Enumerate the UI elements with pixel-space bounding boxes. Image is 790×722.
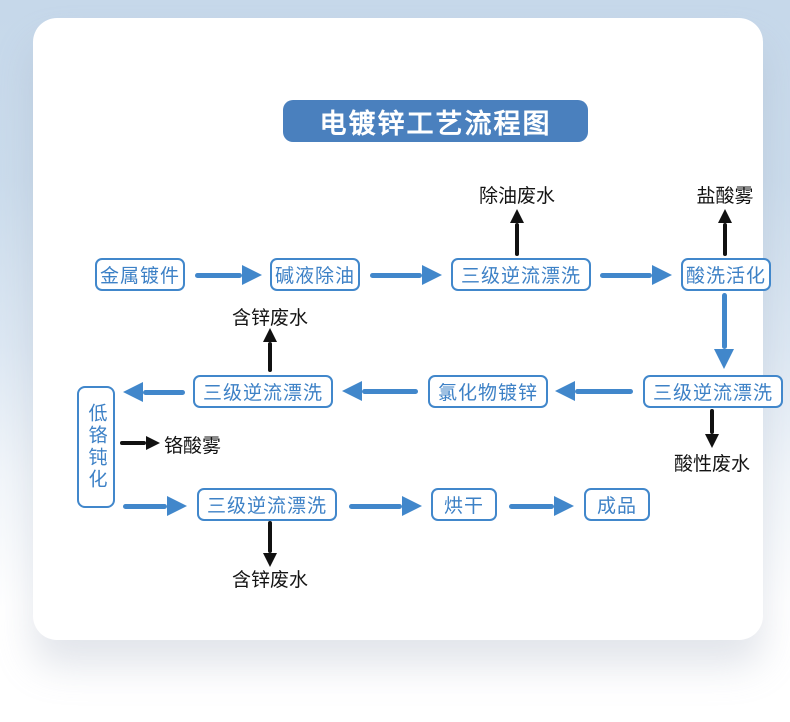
arrow-metal-to-degreasing bbox=[195, 265, 262, 285]
arrow-rinse-a-to-acid bbox=[600, 265, 672, 285]
arrow-head bbox=[402, 496, 422, 516]
arrow-head bbox=[123, 382, 143, 402]
node-low-chrome-passivation: 低铬钝化 bbox=[77, 386, 115, 508]
node-rinse-b: 三级逆流漂洗 bbox=[643, 375, 783, 408]
arrow-drying-to-product bbox=[509, 496, 574, 516]
arrow-passivation-to-chromic-mist bbox=[120, 436, 160, 450]
arrow-acid-to-rinse-b bbox=[714, 293, 734, 369]
arrow-head bbox=[718, 209, 732, 223]
arrow-rinse-c-to-passivation bbox=[123, 382, 185, 402]
node-metal-part: 金属镀件 bbox=[95, 258, 185, 291]
node-alkaline-degreasing: 碱液除油 bbox=[270, 258, 360, 291]
arrow-head bbox=[555, 381, 575, 401]
arrow-chloride-to-rinse-c bbox=[342, 381, 418, 401]
arrow-shaft bbox=[268, 342, 272, 372]
arrow-head bbox=[167, 496, 187, 516]
label-acidic-wastewater: 酸性废水 bbox=[673, 453, 750, 475]
arrow-shaft bbox=[515, 223, 519, 256]
arrow-shaft bbox=[120, 441, 146, 445]
node-acid-activation: 酸洗活化 bbox=[681, 258, 771, 291]
arrow-head bbox=[714, 349, 734, 369]
label-chromic-acid-mist: 铬酸雾 bbox=[164, 435, 222, 457]
arrow-rinse-b-to-acidic-wastewater bbox=[705, 409, 719, 448]
arrow-head bbox=[554, 496, 574, 516]
arrow-shaft bbox=[362, 388, 418, 394]
arrow-head bbox=[510, 209, 524, 223]
arrow-shaft bbox=[123, 503, 167, 509]
arrow-head bbox=[342, 381, 362, 401]
arrow-head bbox=[652, 265, 672, 285]
arrow-head bbox=[422, 265, 442, 285]
arrow-passivation-to-rinse-d bbox=[123, 496, 187, 516]
arrow-rinse-b-to-chloride bbox=[555, 381, 633, 401]
label-hcl-acid-mist: 盐酸雾 bbox=[696, 185, 754, 207]
arrow-shaft bbox=[370, 272, 422, 278]
arrow-shaft bbox=[575, 388, 633, 394]
arrow-head bbox=[242, 265, 262, 285]
node-drying: 烘干 bbox=[431, 488, 497, 521]
arrow-shaft bbox=[349, 503, 402, 509]
node-rinse-a: 三级逆流漂洗 bbox=[451, 258, 591, 291]
arrow-acid-to-hcl-mist bbox=[718, 209, 732, 256]
diagram-title: 电镀锌工艺流程图 bbox=[283, 100, 588, 142]
label-zinc-wastewater-bottom: 含锌废水 bbox=[231, 569, 308, 591]
arrow-head bbox=[705, 434, 719, 448]
flow-card: 电镀锌工艺流程图 金属镀件 碱液除油 三级逆流漂洗 酸洗活化 三级逆流漂洗 氯化… bbox=[33, 18, 783, 640]
arrow-degreasing-to-rinse-a bbox=[370, 265, 442, 285]
arrow-shaft bbox=[721, 293, 727, 349]
arrow-shaft bbox=[723, 223, 727, 256]
arrow-rinse-a-to-degreasing-wastewater bbox=[510, 209, 524, 256]
arrow-shaft bbox=[509, 503, 554, 509]
node-finished-product: 成品 bbox=[584, 488, 650, 521]
arrow-shaft bbox=[268, 521, 272, 553]
arrow-shaft bbox=[600, 272, 652, 278]
arrow-rinse-d-to-zinc-wastewater-bottom bbox=[263, 521, 277, 567]
node-rinse-c: 三级逆流漂洗 bbox=[193, 375, 333, 408]
arrow-shaft bbox=[143, 389, 185, 395]
arrow-head bbox=[263, 553, 277, 567]
arrow-head bbox=[146, 436, 160, 450]
node-rinse-d: 三级逆流漂洗 bbox=[197, 488, 337, 521]
node-chloride-zinc-plating: 氯化物镀锌 bbox=[428, 375, 548, 408]
arrow-head bbox=[263, 328, 277, 342]
label-zinc-wastewater-top: 含锌废水 bbox=[231, 307, 308, 329]
label-degreasing-wastewater: 除油废水 bbox=[478, 185, 555, 207]
arrow-shaft bbox=[710, 409, 714, 434]
arrow-rinse-d-to-drying bbox=[349, 496, 422, 516]
arrow-shaft bbox=[195, 272, 242, 278]
arrow-rinse-c-to-zinc-wastewater-top bbox=[263, 328, 277, 372]
